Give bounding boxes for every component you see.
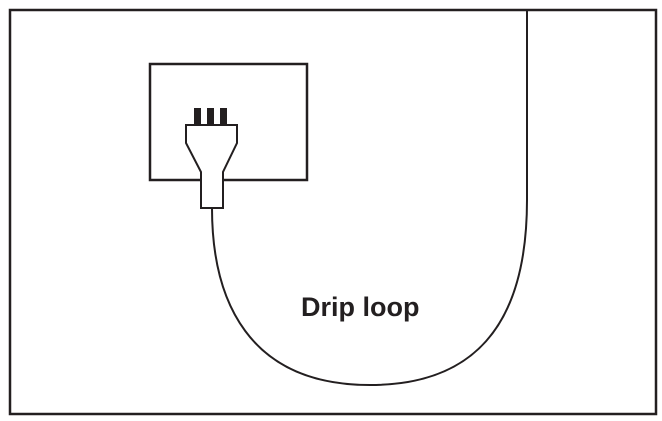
drip-loop-label: Drip loop	[301, 292, 419, 322]
outer-frame	[8, 8, 658, 416]
plug-body	[185, 124, 238, 209]
plug-prong-right	[220, 108, 227, 125]
plug-prong-left	[194, 108, 201, 125]
plug-prongs	[194, 108, 227, 125]
power-cord	[211, 10, 528, 387]
plug-prong-middle	[207, 108, 214, 125]
